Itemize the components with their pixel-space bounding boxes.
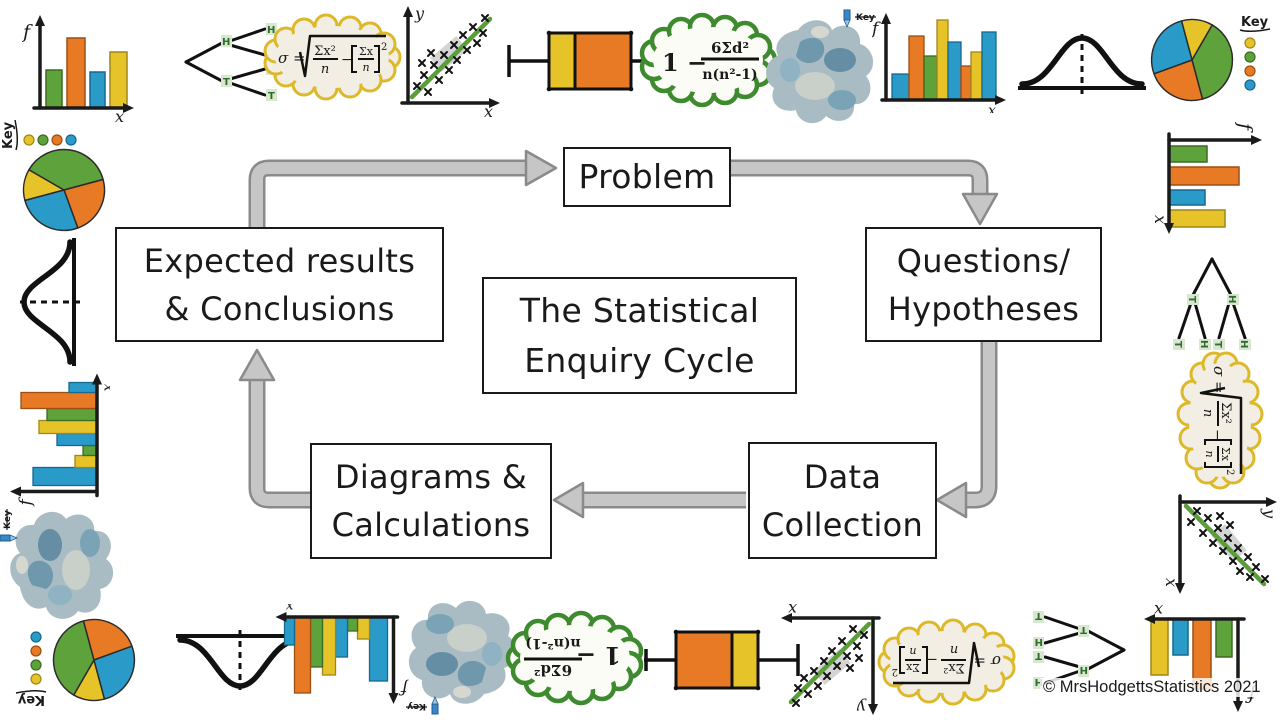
node-questions-line2: Hypotheses bbox=[887, 289, 1080, 328]
page-title-line2: Enquiry Cycle bbox=[524, 340, 755, 380]
arrow-questions-to-data bbox=[935, 340, 998, 519]
node-problem-label: Problem bbox=[578, 157, 716, 197]
node-data-line2: Collection bbox=[761, 505, 924, 544]
arrow-diagrams-to-expected bbox=[238, 348, 312, 509]
copyright-notice: © MrsHodgettsStatistics 2021 bbox=[1040, 678, 1264, 697]
node-expected-results-conclusions: Expected results & Conclusions bbox=[115, 227, 444, 342]
arrow-expected-to-problem bbox=[248, 149, 558, 228]
node-questions-hypotheses: Questions/ Hypotheses bbox=[865, 227, 1102, 342]
arrow-data-to-diagrams bbox=[552, 481, 746, 519]
node-questions-line1: Questions/ bbox=[896, 241, 1071, 280]
arrow-problem-to-questions bbox=[729, 159, 999, 226]
page-title: The Statistical Enquiry Cycle bbox=[482, 277, 797, 394]
node-data-collection: Data Collection bbox=[748, 442, 937, 559]
node-expected-line1: Expected results bbox=[143, 241, 416, 280]
node-diagrams-calculations: Diagrams & Calculations bbox=[310, 443, 552, 559]
node-diagrams-line1: Diagrams & bbox=[334, 458, 528, 496]
page-title-line1: The Statistical bbox=[519, 291, 760, 330]
node-expected-line2: & Conclusions bbox=[164, 289, 395, 328]
node-problem: Problem bbox=[563, 147, 731, 207]
node-diagrams-line2: Calculations bbox=[331, 506, 531, 544]
node-data-line1: Data bbox=[803, 457, 882, 496]
